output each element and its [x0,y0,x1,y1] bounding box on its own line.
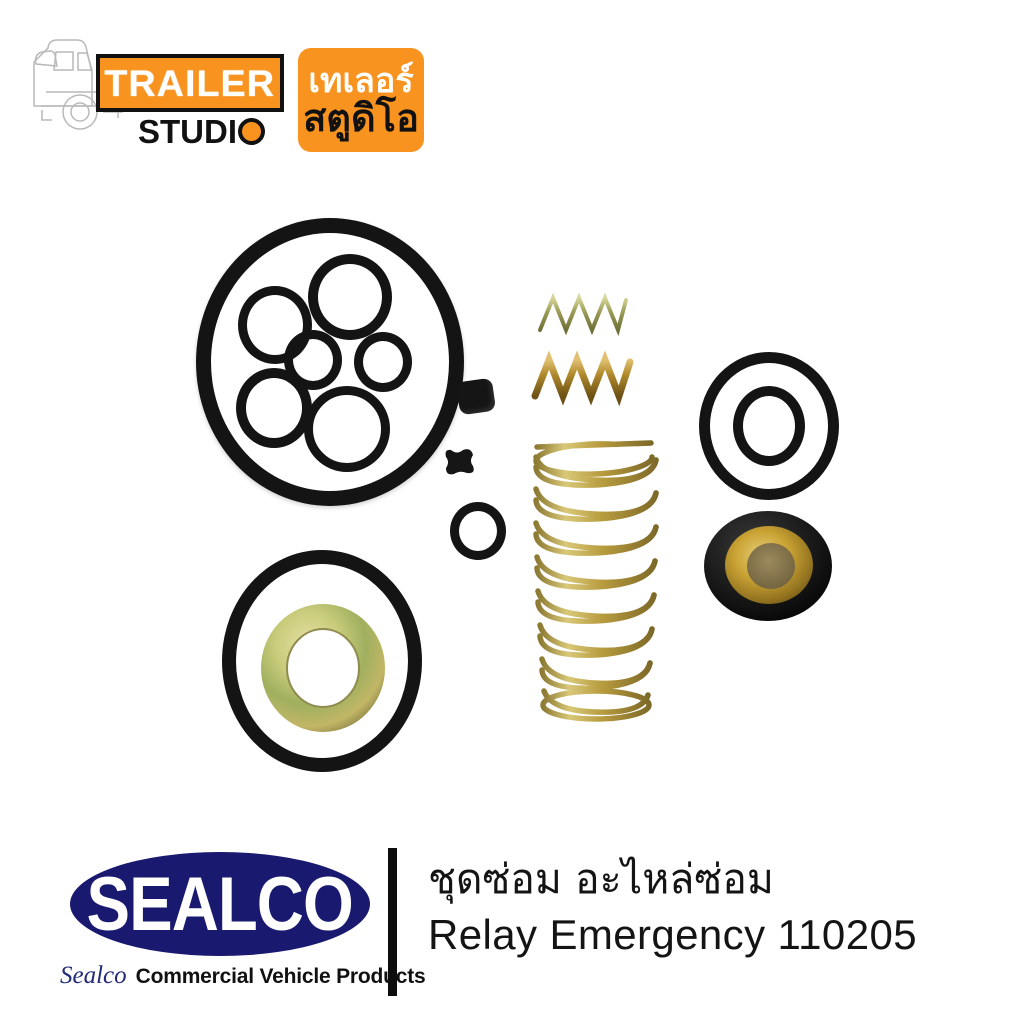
sealco-wordmark: SEALCO [86,861,354,947]
cluster-inner-o-ring-4 [354,332,412,392]
thai-brand-line-2: สตูดิโอ [303,96,419,141]
orange-circle-o-icon [238,117,265,145]
sealco-tagline-text: Commercial Vehicle Products [135,965,426,988]
product-title-block: ชุดซ่อม อะไหล่ซ่อม Relay Emergency 11020… [428,852,1008,962]
thai-brand-badge: เทเลอร์ สตูดิโอ [298,48,424,152]
brand-header: TRAILER STUDI เทเลอร์ สตูดิโอ [10,22,480,152]
piston-seal-washer [222,550,422,772]
outer-o-ring [699,352,839,500]
truck-outline-icon [18,30,126,134]
cluster-inner-o-ring-2 [308,254,392,340]
product-title-thai: ชุดซ่อม อะไหล่ซ่อม [428,855,774,903]
cluster-inner-o-ring-1 [238,286,312,364]
small-spring-lower [528,350,638,407]
square-block-seal [455,377,497,416]
double-o-ring [699,352,839,500]
footer-bar: SEALCO Sealco Commercial Vehicle Product… [0,838,1024,1024]
sealco-script-mark: Sealco [60,962,127,989]
cluster-inner-o-ring-5 [236,368,312,448]
trailer-wordmark: TRAILER [96,54,284,112]
product-photo [0,150,1024,830]
cluster-inner-o-ring-6 [304,386,390,472]
cluster-inner-o-ring-3 [284,330,342,390]
large-o-ring-cluster [196,218,464,506]
sealco-ellipse-badge: SEALCO [70,852,370,956]
studio-label: STUDI [138,112,237,150]
footer-divider [388,848,397,996]
trailer-label: TRAILER [104,62,276,104]
sealco-logo: SEALCO Sealco Commercial Vehicle Product… [60,846,426,1011]
thai-brand-line-1: เทเลอร์ [308,60,414,101]
small-spring-upper [534,290,632,338]
product-title-en: Relay Emergency 110205 [428,910,917,958]
inner-o-ring [733,386,805,466]
large-tapered-spring [523,433,673,723]
sealco-tagline-row: Sealco Commercial Vehicle Products [60,962,426,990]
quad-ring-seal [443,446,483,484]
studio-wordmark: STUDI [138,112,265,150]
brass-bushing-seal [703,510,833,622]
small-o-ring [450,502,506,560]
